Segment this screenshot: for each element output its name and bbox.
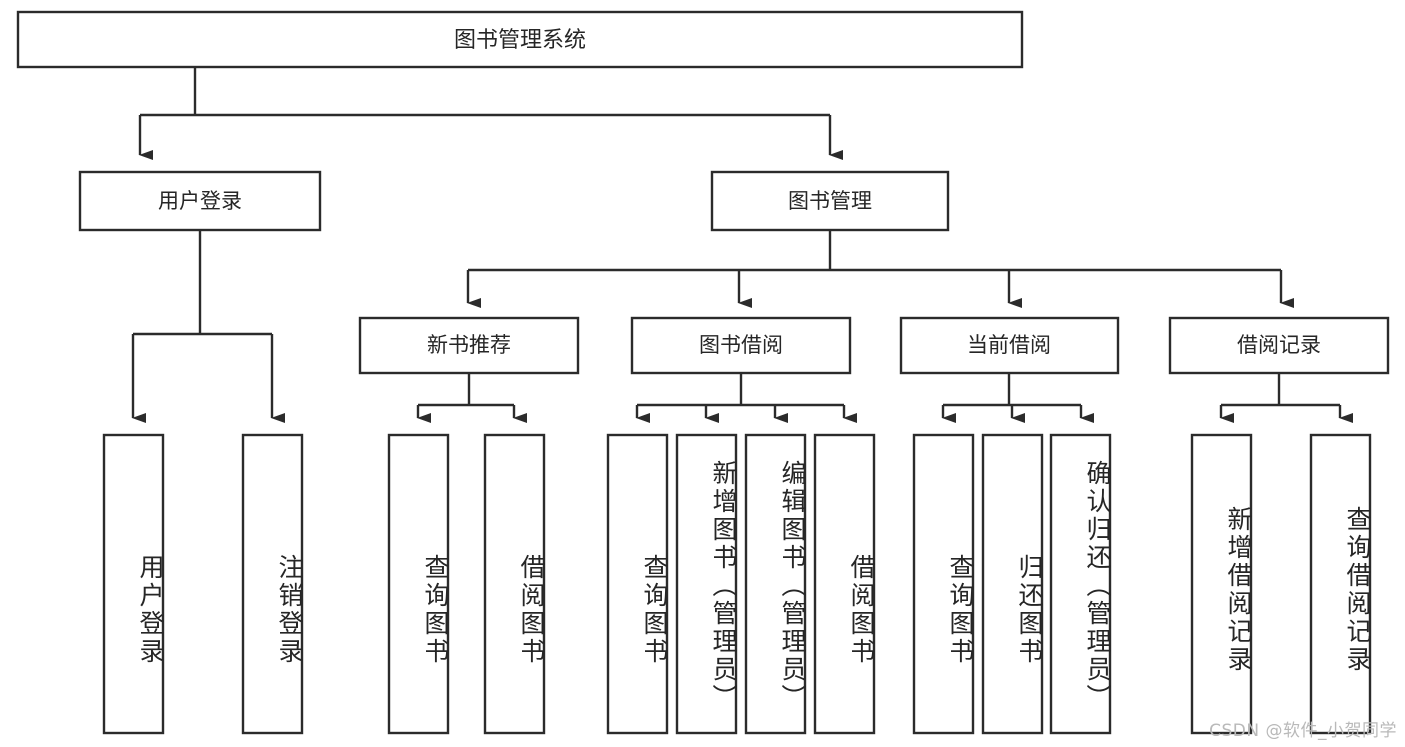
leaf-box-query-book-rec[interactable] xyxy=(387,433,450,735)
node-borrow-record[interactable]: 借阅记录 xyxy=(1168,316,1390,375)
leaf-box-add-borrow-record[interactable] xyxy=(1190,433,1253,735)
node-user-login[interactable]: 用户登录 xyxy=(78,170,322,232)
node-current-borrow-box[interactable] xyxy=(899,316,1120,375)
connector-borrow-record-to-leaves xyxy=(1219,373,1353,423)
node-book-borrow-label: 图书借阅 xyxy=(699,333,783,357)
node-book-management[interactable]: 图书管理 xyxy=(710,170,950,232)
connector-root-to-level2 xyxy=(138,67,843,160)
node-book-management-label: 图书管理 xyxy=(788,189,872,213)
node-new-book-recommend-label: 新书推荐 xyxy=(427,333,511,357)
leaf-box-confirm-return-admin[interactable] xyxy=(1049,433,1112,735)
connector-user-login-to-leaves xyxy=(131,230,285,423)
leaf-box-borrow-book-rec[interactable] xyxy=(483,433,546,735)
leaf-box-return-book[interactable] xyxy=(981,433,1044,735)
node-current-borrow[interactable]: 当前借阅 xyxy=(899,316,1120,375)
node-book-borrow[interactable]: 图书借阅 xyxy=(630,316,852,375)
leaf-box-user-login[interactable] xyxy=(102,433,165,735)
node-root[interactable]: 图书管理系统 xyxy=(16,10,1024,69)
connector-book-management-to-level3 xyxy=(466,230,1294,308)
leaf-box-borrow-book[interactable] xyxy=(813,433,876,735)
connector-book-borrow-to-leaves xyxy=(635,373,857,423)
node-current-borrow-label: 当前借阅 xyxy=(967,333,1051,357)
connector-current-borrow-to-leaves xyxy=(941,373,1094,423)
csdn-watermark: CSDN @软件_小贺同学 xyxy=(1209,721,1397,741)
node-user-login-label: 用户登录 xyxy=(158,189,242,213)
node-new-book-recommend[interactable]: 新书推荐 xyxy=(358,316,580,375)
node-root-box[interactable] xyxy=(16,10,1024,69)
leaf-box-query-book-borrow[interactable] xyxy=(606,433,669,735)
connector-new-book-recommend-to-leaves xyxy=(416,373,527,423)
node-user-login-box[interactable] xyxy=(78,170,322,232)
node-root-label: 图书管理系统 xyxy=(454,28,586,53)
leaf-box-add-book-admin[interactable] xyxy=(675,433,738,735)
node-new-book-recommend-box[interactable] xyxy=(358,316,580,375)
leaf-box-logout[interactable] xyxy=(241,433,304,735)
leaf-box-query-borrow-record[interactable] xyxy=(1309,433,1372,735)
leaf-box-query-book-current[interactable] xyxy=(912,433,975,735)
node-borrow-record-label: 借阅记录 xyxy=(1237,333,1321,357)
leaf-box-edit-book-admin[interactable] xyxy=(744,433,807,735)
